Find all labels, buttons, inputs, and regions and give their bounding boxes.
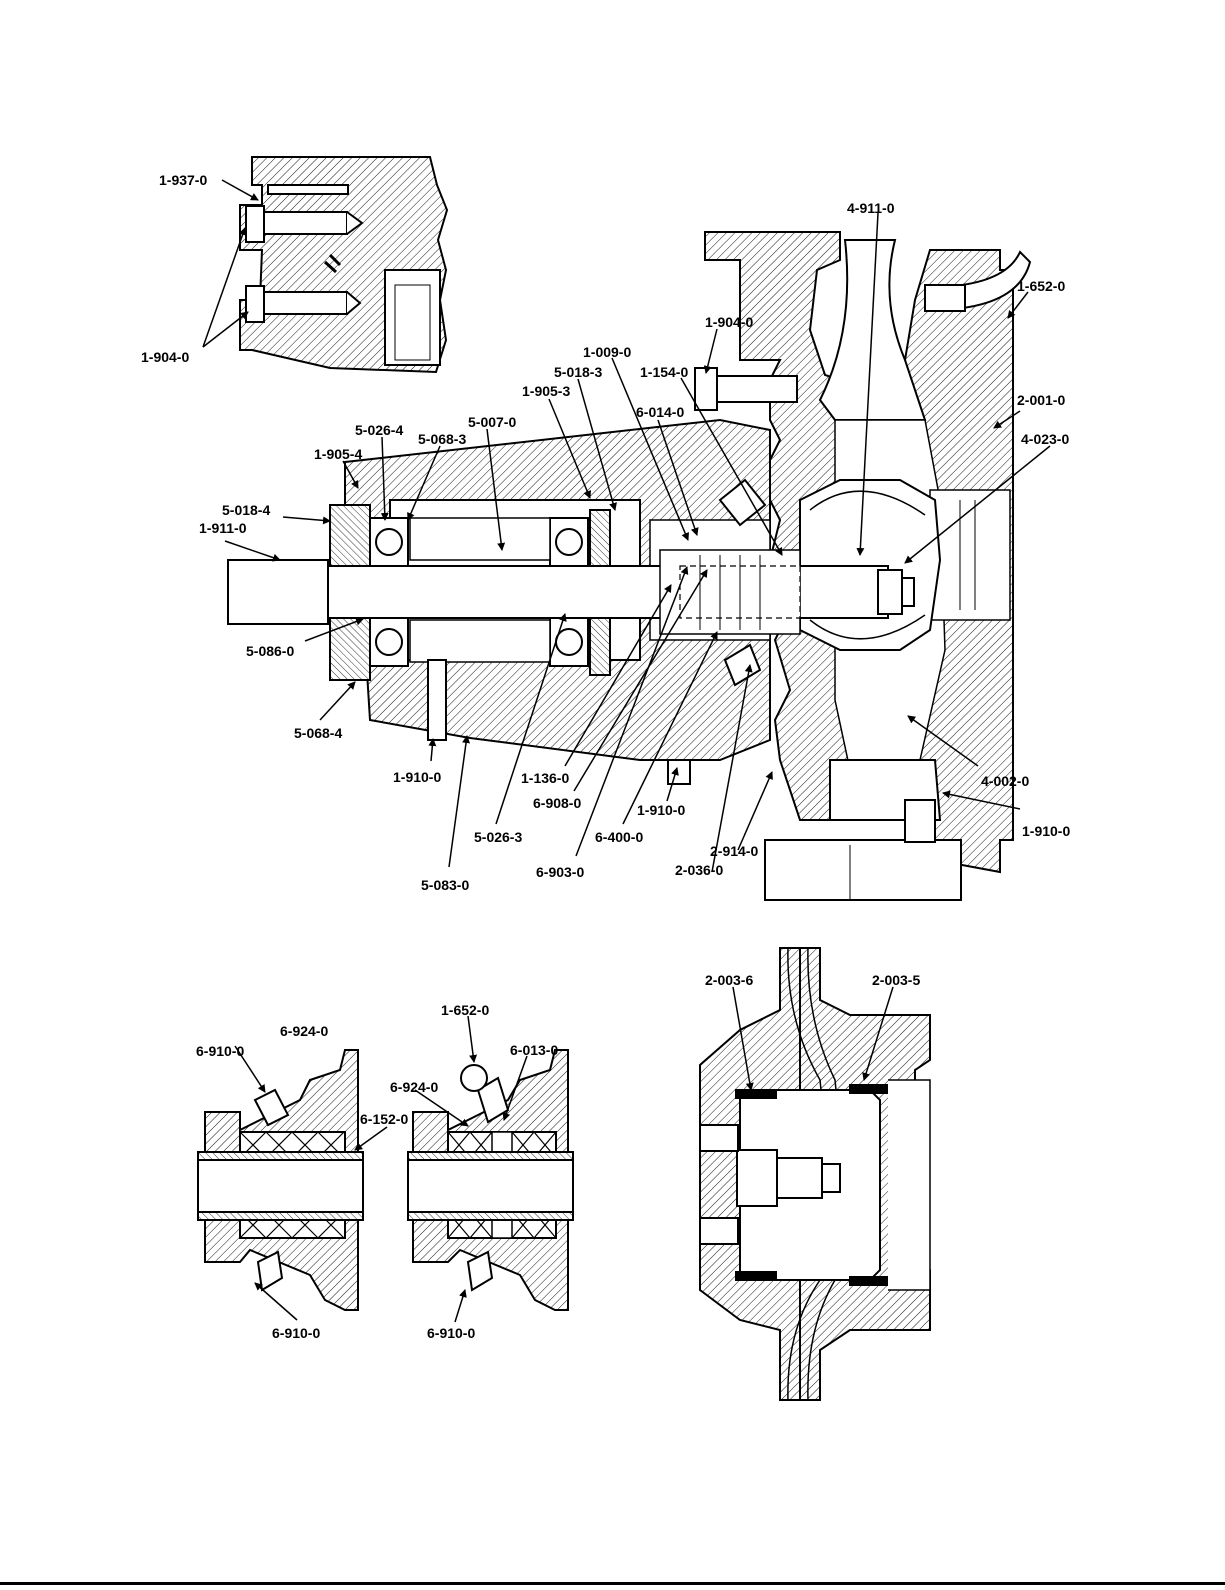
callout-label: 2-914-0 — [710, 843, 758, 859]
callout-label: 6-400-0 — [595, 829, 643, 845]
callout-label: 5-018-3 — [554, 364, 602, 380]
callouts: 1-937-0 1-904-0 4-911-0 1-652-0 1-904-0 … — [141, 172, 1070, 1341]
callout-label: 6-924-0 — [280, 1023, 328, 1039]
callout-label: 4-002-0 — [981, 773, 1029, 789]
callout-label: 5-083-0 — [421, 877, 469, 893]
detail-casing-bolt — [239, 156, 449, 374]
callout-label: 1-910-0 — [1022, 823, 1070, 839]
callout-label: 1-154-0 — [640, 364, 688, 380]
callout-label: 5-018-4 — [222, 502, 270, 518]
page-bottom-rule — [0, 1582, 1225, 1585]
detail-packing-b — [407, 1049, 574, 1311]
callout-label: 1-652-0 — [1017, 278, 1065, 294]
detail-wear-rings — [699, 947, 931, 1401]
detail-packing-a — [197, 1049, 364, 1311]
callout-label: 1-905-3 — [522, 383, 570, 399]
callout-label: 1-136-0 — [521, 770, 569, 786]
wear-ring-cover-top — [849, 1084, 889, 1094]
callout-label: 1-905-4 — [314, 446, 362, 462]
callout-label: 6-910-0 — [196, 1043, 244, 1059]
callout-label: 6-908-0 — [533, 795, 581, 811]
callout-label: 5-026-3 — [474, 829, 522, 845]
callout-label: 2-003-5 — [872, 972, 920, 988]
callout-label: 5-086-0 — [246, 643, 294, 659]
callout-label: 6-152-0 — [360, 1111, 408, 1127]
callout-label: 1-937-0 — [159, 172, 207, 188]
callout-label: 1-911-0 — [199, 520, 247, 536]
casing-foot — [764, 839, 962, 901]
callout-label: 4-023-0 — [1021, 431, 1069, 447]
callout-label: 1-652-0 — [441, 1002, 489, 1018]
callout-label: 2-001-0 — [1017, 392, 1065, 408]
callout-label: 5-007-0 — [468, 414, 516, 430]
callout-label: 1-910-0 — [393, 769, 441, 785]
callout-label: 1-910-0 — [637, 802, 685, 818]
callout-label: 2-036-0 — [675, 862, 723, 878]
callout-label: 5-068-3 — [418, 431, 466, 447]
wear-ring-case-bottom — [735, 1271, 777, 1281]
wear-ring-cover-bottom — [849, 1276, 889, 1286]
callout-label: 1-009-0 — [583, 344, 631, 360]
bearing-outboard — [369, 517, 409, 667]
callout-label: 6-013-0 — [510, 1042, 558, 1058]
callout-label: 1-904-0 — [141, 349, 189, 365]
callout-label: 1-904-0 — [705, 314, 753, 330]
callout-label: 2-003-6 — [705, 972, 753, 988]
leader-lines — [202, 179, 1051, 1323]
wear-ring-case-top — [735, 1089, 777, 1099]
callout-label: 5-026-4 — [355, 422, 403, 438]
callout-label: 5-068-4 — [294, 725, 342, 741]
callout-label: 6-924-0 — [390, 1079, 438, 1095]
callout-label: 6-903-0 — [536, 864, 584, 880]
callout-label: 6-910-0 — [427, 1325, 475, 1341]
callout-label: 4-911-0 — [847, 200, 895, 216]
shaft-key-coupling — [227, 559, 329, 625]
callout-label: 6-910-0 — [272, 1325, 320, 1341]
callout-label: 6-014-0 — [636, 404, 684, 420]
